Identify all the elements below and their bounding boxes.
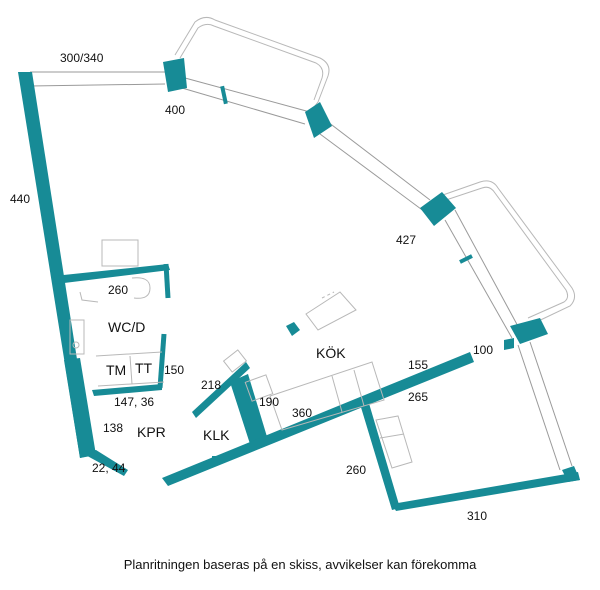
dim-190: 190 bbox=[259, 395, 279, 409]
dim-150: 150 bbox=[164, 363, 184, 377]
room-label-tt: TT bbox=[135, 360, 153, 376]
dim-440: 440 bbox=[10, 192, 30, 206]
dim-260-wc: 260 bbox=[108, 283, 128, 297]
dim-218: 218 bbox=[201, 378, 221, 392]
dim-100: 100 bbox=[473, 343, 493, 357]
room-labels: WC/D TM TT KPR KLK KÖK bbox=[106, 319, 346, 443]
plan-caption: Planritningen baseras på en skiss, avvik… bbox=[123, 557, 477, 572]
dimension-labels: 300/340 400 440 427 260 150 147, 36 138 … bbox=[10, 51, 493, 523]
room-label-tm: TM bbox=[106, 362, 126, 378]
walls bbox=[18, 72, 580, 511]
dim-155: 155 bbox=[408, 358, 428, 372]
dim-310: 310 bbox=[467, 509, 487, 523]
balcony-outlines bbox=[174, 16, 576, 326]
dim-22-44: 22, 44 bbox=[92, 461, 126, 475]
room-label-kok: KÖK bbox=[316, 344, 346, 361]
dim-265: 265 bbox=[408, 390, 428, 404]
dim-147-36: 147, 36 bbox=[114, 395, 154, 409]
room-label-wc: WC/D bbox=[108, 319, 145, 335]
room-label-klk: KLK bbox=[203, 427, 230, 443]
dim-260-bedroom: 260 bbox=[346, 463, 366, 477]
dim-300-340: 300/340 bbox=[60, 51, 104, 65]
dim-138: 138 bbox=[103, 421, 123, 435]
room-label-kpr: KPR bbox=[137, 424, 166, 440]
fixtures bbox=[69, 239, 413, 469]
dim-427: 427 bbox=[396, 233, 416, 247]
dim-400: 400 bbox=[165, 103, 185, 117]
window-outlines bbox=[29, 71, 573, 471]
dim-360: 360 bbox=[292, 406, 312, 420]
wall-columns bbox=[163, 58, 548, 350]
